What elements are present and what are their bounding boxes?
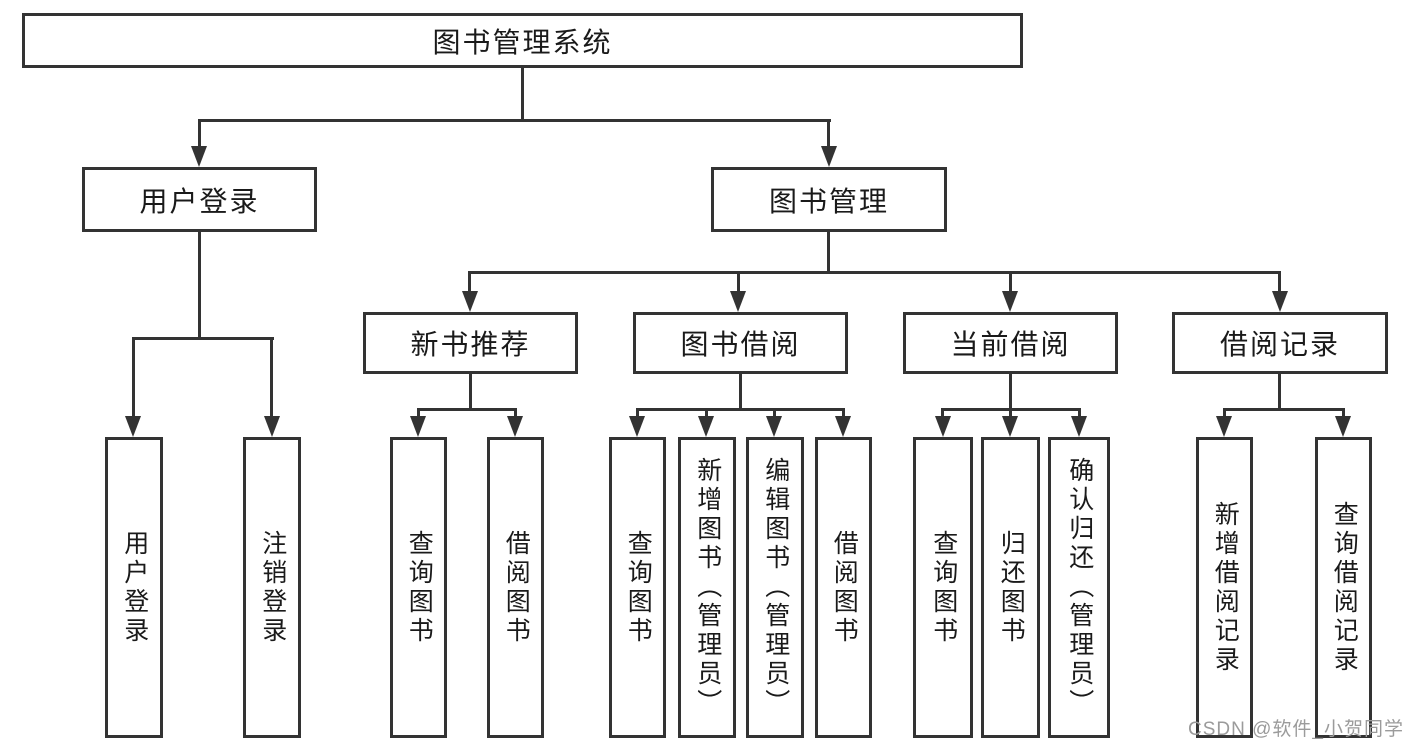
leaf-add-borrow-record: 新增借阅记录 xyxy=(1196,437,1253,738)
connector-line xyxy=(842,408,845,418)
connector-line xyxy=(198,119,201,147)
connector-line xyxy=(198,232,201,340)
node-current-borrowing-label: 当前借阅 xyxy=(950,329,1071,360)
connector-line xyxy=(739,374,742,411)
node-book-borrowing: 图书借阅 xyxy=(633,312,848,374)
node-borrowing-records-label: 借阅记录 xyxy=(1219,329,1340,360)
node-root-label: 图书管理系统 xyxy=(432,26,613,58)
leaf-query-books-borrowing-label: 查询图书 xyxy=(624,529,653,646)
connector-line xyxy=(417,408,420,418)
connector-line xyxy=(132,337,135,417)
connector-line xyxy=(705,408,708,418)
node-book-management: 图书管理 xyxy=(711,167,947,232)
connector-line xyxy=(636,408,639,418)
connector-line xyxy=(941,408,944,418)
leaf-query-books-current: 查询图书 xyxy=(913,437,973,738)
leaf-query-borrow-record: 查询借阅记录 xyxy=(1315,437,1372,738)
leaf-query-books-recommend: 查询图书 xyxy=(390,437,447,738)
connector-line xyxy=(827,232,830,274)
connector-line xyxy=(514,408,517,418)
arrow-down-icon xyxy=(507,416,523,437)
leaf-add-books-admin-label: 新增图书（管理员） xyxy=(693,457,722,718)
arrow-down-icon xyxy=(935,416,951,437)
arrow-down-icon xyxy=(264,416,280,437)
connector-line xyxy=(417,408,517,411)
connector-line xyxy=(469,374,472,411)
leaf-add-books-admin: 新增图书（管理员） xyxy=(678,437,736,738)
node-current-borrowing: 当前借阅 xyxy=(903,312,1118,374)
connector-line xyxy=(827,119,830,147)
leaf-edit-books-admin-label: 编辑图书（管理员） xyxy=(761,457,790,718)
node-borrowing-records: 借阅记录 xyxy=(1172,312,1388,374)
arrow-down-icon xyxy=(191,146,207,167)
connector-line xyxy=(521,68,524,122)
leaf-user-login: 用户登录 xyxy=(105,437,163,738)
leaf-borrow-books-label: 借阅图书 xyxy=(830,529,859,646)
leaf-user-login-label: 用户登录 xyxy=(120,529,149,646)
leaf-query-borrow-record-label: 查询借阅记录 xyxy=(1330,500,1359,675)
node-user-login-label: 用户登录 xyxy=(139,185,260,217)
leaf-edit-books-admin: 编辑图书（管理员） xyxy=(746,437,804,738)
connector-line xyxy=(636,408,845,411)
arrow-down-icon xyxy=(1002,291,1018,312)
leaf-query-books-borrowing: 查询图书 xyxy=(609,437,666,738)
leaf-logout-label: 注销登录 xyxy=(258,529,287,646)
arrow-down-icon xyxy=(1335,416,1351,437)
leaf-return-books-label: 归还图书 xyxy=(997,529,1026,646)
connector-line xyxy=(198,119,831,122)
arrow-down-icon xyxy=(730,291,746,312)
connector-line xyxy=(1009,374,1012,411)
leaf-query-books-current-label: 查询图书 xyxy=(929,529,958,646)
connector-line xyxy=(1223,408,1226,418)
node-new-book-recommend-label: 新书推荐 xyxy=(410,329,531,360)
connector-line xyxy=(468,271,1281,274)
arrow-down-icon xyxy=(698,416,714,437)
connector-line xyxy=(132,337,274,340)
leaf-return-books: 归还图书 xyxy=(981,437,1040,738)
connector-line xyxy=(468,271,471,293)
arrow-down-icon xyxy=(1216,416,1232,437)
arrow-down-icon xyxy=(1071,416,1087,437)
connector-line xyxy=(1342,408,1345,418)
leaf-logout: 注销登录 xyxy=(243,437,301,738)
arrow-down-icon xyxy=(821,146,837,167)
leaf-confirm-return-admin: 确认归还（管理员） xyxy=(1048,437,1110,738)
node-book-borrowing-label: 图书借阅 xyxy=(680,329,801,360)
leaf-confirm-return-admin-label: 确认归还（管理员） xyxy=(1065,457,1094,718)
connector-line xyxy=(1278,374,1281,411)
arrow-down-icon xyxy=(410,416,426,437)
arrow-down-icon xyxy=(766,416,782,437)
leaf-borrow-books-recommend-label: 借阅图书 xyxy=(502,529,531,646)
node-user-login: 用户登录 xyxy=(82,167,317,232)
arrow-down-icon xyxy=(462,291,478,312)
connector-line xyxy=(773,408,776,418)
leaf-borrow-books-recommend: 借阅图书 xyxy=(487,437,544,738)
connector-line xyxy=(1078,408,1081,418)
connector-line xyxy=(1278,271,1281,293)
connector-line xyxy=(737,271,740,293)
arrow-down-icon xyxy=(835,416,851,437)
node-root: 图书管理系统 xyxy=(22,13,1023,68)
leaf-add-borrow-record-label: 新增借阅记录 xyxy=(1211,500,1240,675)
arrow-down-icon xyxy=(1002,416,1018,437)
node-new-book-recommend: 新书推荐 xyxy=(363,312,578,374)
arrow-down-icon xyxy=(629,416,645,437)
connector-line xyxy=(1009,408,1012,418)
leaf-borrow-books: 借阅图书 xyxy=(815,437,872,738)
connector-line xyxy=(270,337,273,417)
connector-line xyxy=(1009,271,1012,293)
leaf-query-books-recommend-label: 查询图书 xyxy=(405,529,434,646)
connector-line xyxy=(1223,408,1345,411)
csdn-watermark: CSDN @软件_小贺同学 xyxy=(1188,719,1404,740)
arrow-down-icon xyxy=(125,416,141,437)
arrow-down-icon xyxy=(1272,291,1288,312)
node-book-management-label: 图书管理 xyxy=(768,185,889,217)
